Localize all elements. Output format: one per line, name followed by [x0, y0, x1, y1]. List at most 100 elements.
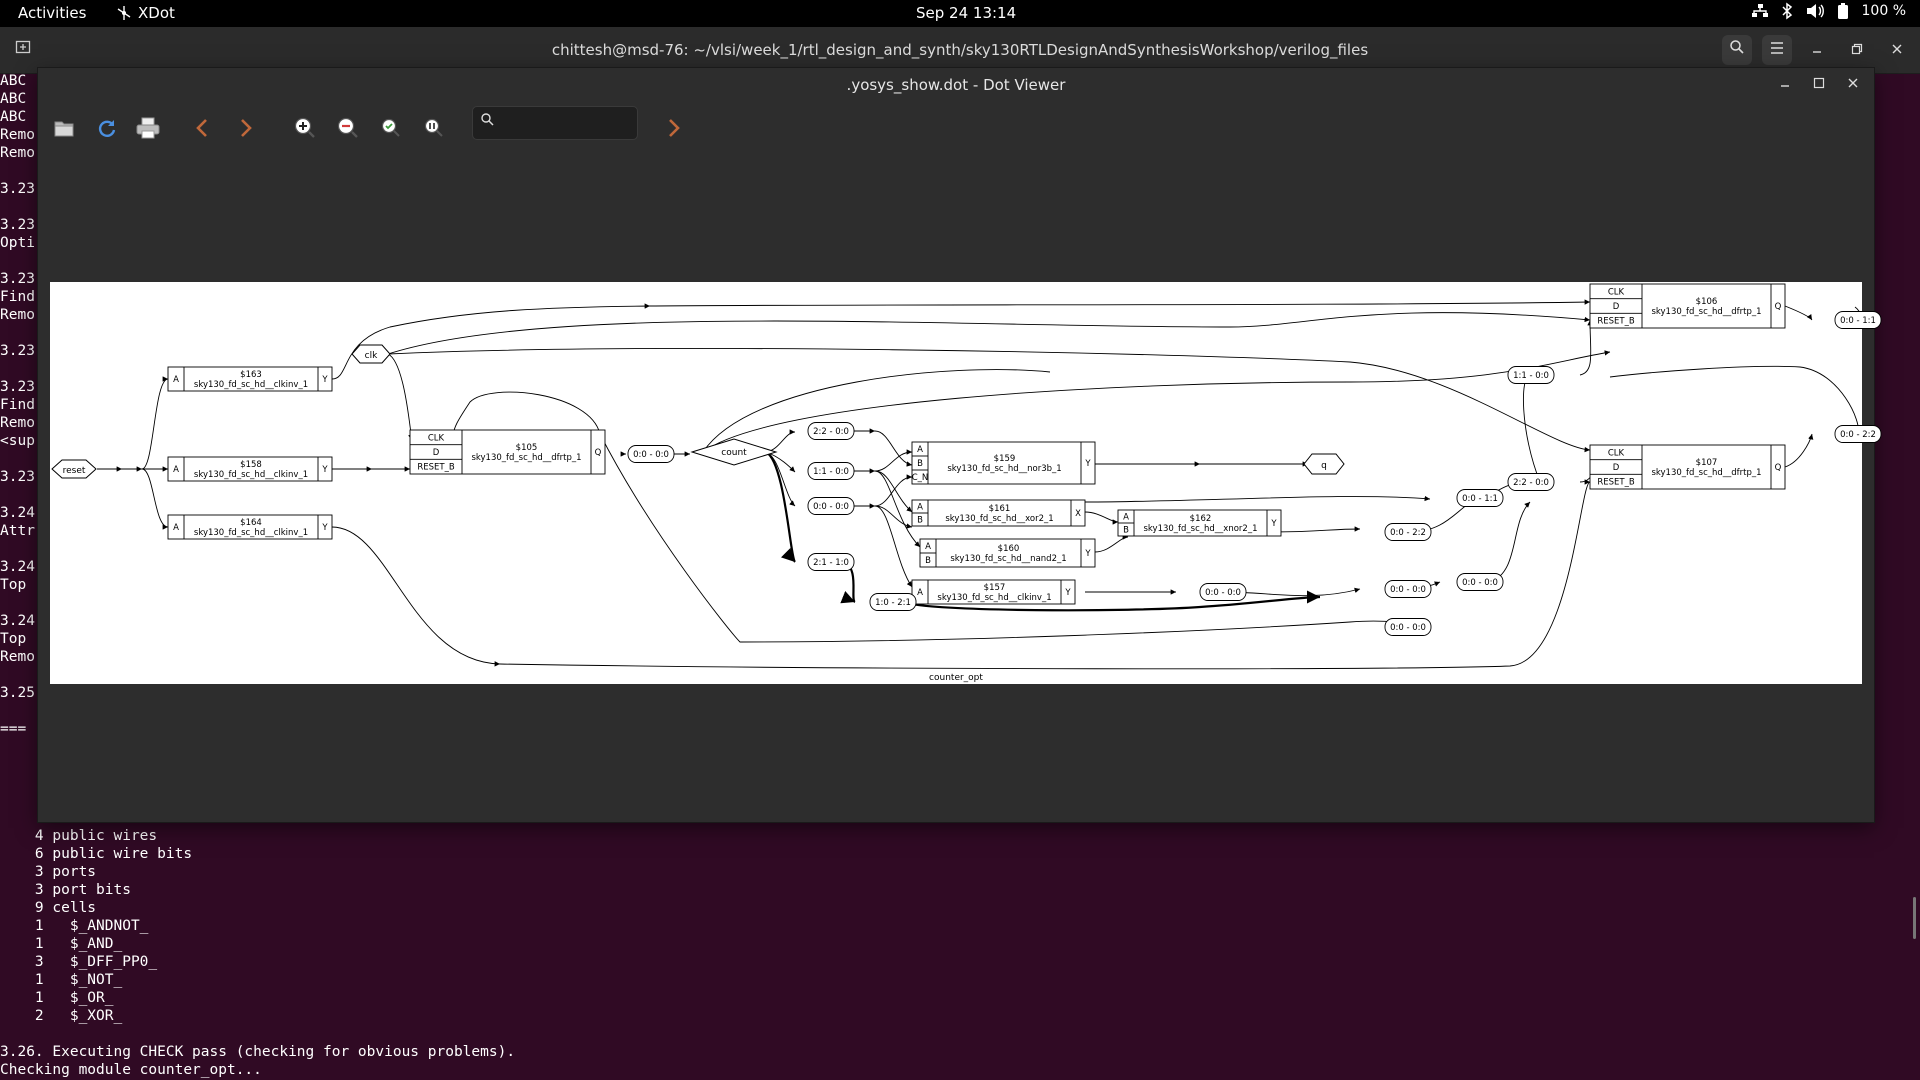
hamburger-menu-icon [1771, 42, 1783, 54]
xdot-title: .yosys_show.dot - Dot Viewer [846, 76, 1066, 94]
find-input[interactable] [501, 112, 633, 134]
clock[interactable]: Sep 24 13:14 [916, 4, 1017, 22]
terminal-search-button[interactable] [1722, 35, 1752, 65]
open-file-button[interactable] [50, 114, 78, 142]
zoom-out-icon [337, 117, 358, 138]
xdot-titlebar[interactable]: .yosys_show.dot - Dot Viewer [38, 68, 1874, 100]
slice-node[interactable]: 1:1 - 0:0 [807, 462, 855, 480]
slice-node[interactable]: 0:0 - 2:2 [1834, 425, 1882, 443]
zoom-in-icon [294, 117, 315, 138]
slice-node[interactable]: 0:0 - 1:1 [1834, 311, 1882, 329]
cell-type: sky130_fd_sc_hd__clkinv_1 [937, 593, 1051, 603]
xdot-window[interactable]: .yosys_show.dot - Dot Viewer [38, 68, 1882, 822]
slice-node[interactable]: 2:2 - 0:0 [807, 422, 855, 440]
slice-node[interactable]: 0:0 - 0:0 [1384, 618, 1432, 636]
slice-node[interactable]: 0:0 - 0:0 [1384, 580, 1432, 598]
xdot-toolbar [38, 100, 1874, 156]
port-clk[interactable]: clk [351, 344, 391, 364]
cell-port-label: B [917, 516, 923, 526]
reload-button[interactable] [93, 114, 121, 142]
print-button[interactable] [134, 114, 162, 142]
battery-percent: 100 % [1861, 3, 1906, 19]
xdot-close-button[interactable] [1842, 72, 1864, 96]
slice-node[interactable]: 0:0 - 2:2 [1384, 523, 1432, 541]
svg-text:0:0 - 1:1: 0:0 - 1:1 [1840, 316, 1876, 326]
cell-id: $106 [1696, 297, 1718, 307]
slice-node[interactable]: 1:1 - 0:0 [1507, 366, 1555, 384]
cell-id: $164 [240, 518, 262, 528]
cell-output-label: Y [321, 465, 328, 475]
terminal-scrollbar[interactable] [1913, 897, 1916, 939]
slice-node[interactable]: 0:0 - 1:1 [1456, 489, 1504, 507]
svg-text:0:0 - 0:0: 0:0 - 0:0 [1390, 623, 1426, 633]
find-next-button[interactable] [660, 114, 688, 142]
find-box[interactable] [472, 106, 638, 140]
minimize-icon [1813, 51, 1821, 53]
cell-port-label: D [1613, 463, 1620, 473]
system-tray[interactable]: 100 % [1751, 2, 1906, 20]
cell-port-label: CLK [428, 433, 445, 443]
search-icon [481, 113, 494, 130]
port-q[interactable]: q [1303, 453, 1345, 475]
slice-node[interactable]: 0:0 - 0:0 [627, 445, 675, 463]
cell-port-label: A [925, 542, 931, 552]
port-reset[interactable]: reset [51, 459, 97, 479]
cell-port-label: A [1123, 513, 1129, 523]
terminal-output-left: ABC ABC ABC Remo Remo 3.23 3.23 Opti 3.2… [0, 73, 35, 737]
activities-button[interactable]: Activities [18, 4, 87, 22]
slice-node[interactable]: 0:0 - 0:0 [1199, 583, 1247, 601]
svg-text:0:0 - 0:0: 0:0 - 0:0 [633, 450, 669, 460]
slice-node[interactable]: 1:0 - 2:1 [869, 593, 917, 611]
back-button[interactable] [188, 114, 216, 142]
zoom-100-button[interactable] [420, 114, 448, 142]
new-tab-button[interactable] [10, 37, 36, 63]
bluetooth-icon [1781, 2, 1792, 20]
zoom-in-button[interactable] [291, 114, 319, 142]
cell-type: sky130_fd_sc_hd__nor3b_1 [947, 464, 1061, 474]
svg-text:2:2 - 0:0: 2:2 - 0:0 [813, 427, 849, 437]
cell-type: sky130_fd_sc_hd__dfrtp_1 [1651, 468, 1761, 478]
printer-icon [136, 117, 160, 139]
cell-port-label: CLK [1608, 448, 1625, 458]
terminal-close-button[interactable] [1882, 35, 1912, 65]
restore-icon [1851, 43, 1863, 55]
slice-node[interactable]: 2:2 - 0:0 [1507, 473, 1555, 491]
svg-text:q: q [1321, 461, 1327, 471]
cell-id: $162 [1190, 514, 1212, 524]
svg-text:clk: clk [365, 351, 378, 361]
terminal-menu-button[interactable] [1762, 35, 1792, 65]
terminal-restore-button[interactable] [1842, 35, 1872, 65]
forward-button[interactable] [232, 114, 260, 142]
svg-text:2:1 - 1:0: 2:1 - 1:0 [813, 558, 849, 568]
xdot-minimize-button[interactable] [1774, 72, 1796, 96]
app-name: XDot [138, 4, 175, 22]
cell-output-label: Y [1270, 519, 1277, 529]
app-menu[interactable]: XDot [116, 4, 175, 22]
terminal-minimize-button[interactable] [1802, 35, 1832, 65]
xdot-maximize-button[interactable] [1808, 72, 1830, 96]
cell-port-label: RESET_B [417, 463, 454, 473]
slice-node[interactable]: 0:0 - 0:0 [1456, 573, 1504, 591]
zoom-fit-button[interactable] [377, 114, 405, 142]
terminal-titlebar[interactable]: chittesh@msd-76: ~/vlsi/week_1/rtl_desig… [0, 27, 1920, 74]
cell-type: sky130_fd_sc_hd__clkinv_1 [194, 380, 308, 390]
port-count[interactable]: count [690, 438, 778, 466]
netlist-graph[interactable]: reset clk count q AY$163sky130_fd_sc_hd_… [50, 282, 1882, 684]
slice-node[interactable]: 0:0 - 0:0 [807, 497, 855, 515]
open-folder-icon [54, 121, 74, 137]
slice-node[interactable]: 2:1 - 1:0 [807, 553, 855, 571]
zoom-out-button[interactable] [334, 114, 362, 142]
cell-port-label: A [173, 523, 179, 533]
